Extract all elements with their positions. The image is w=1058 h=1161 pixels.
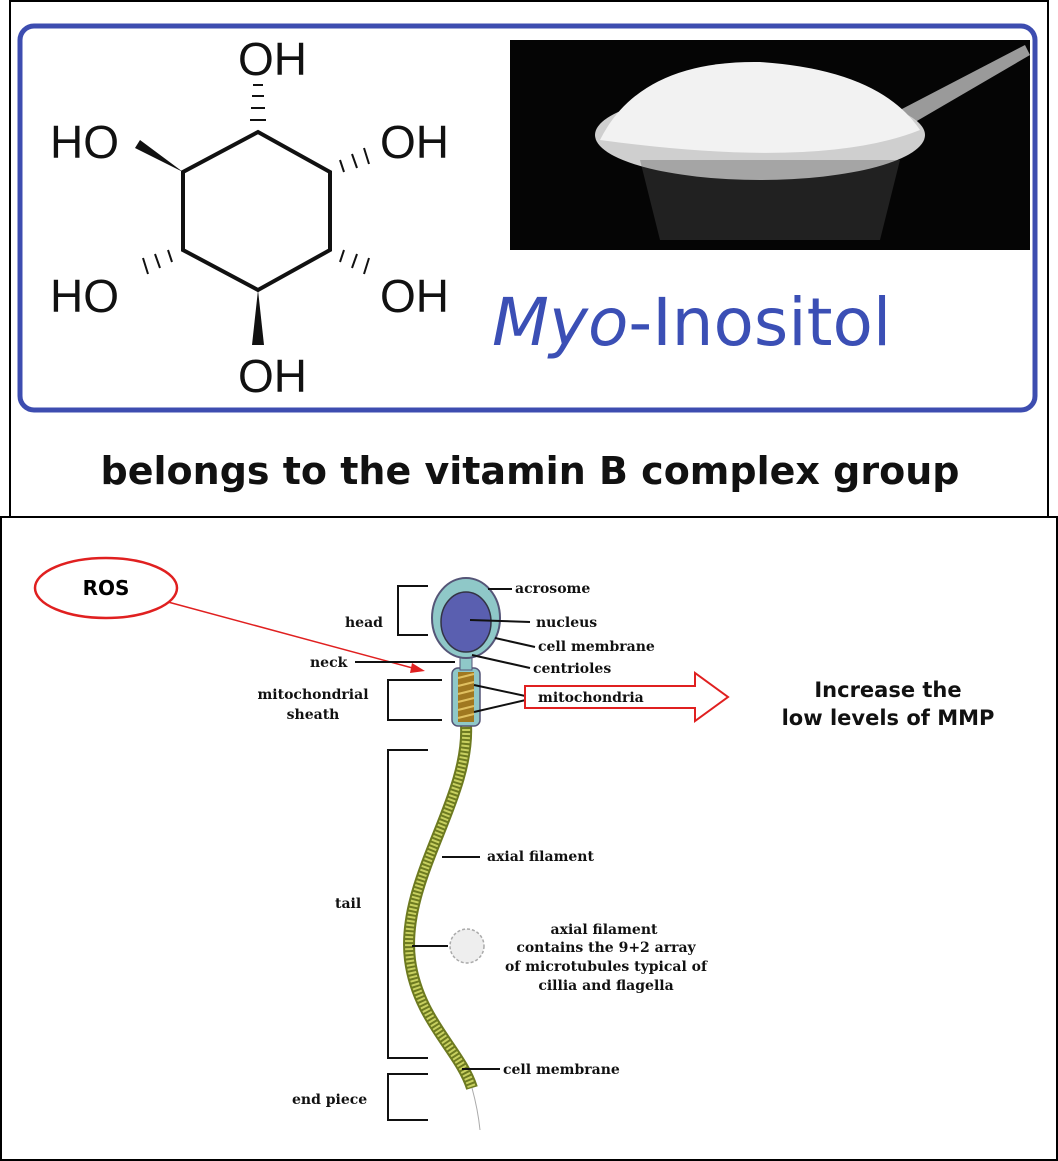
label-centrioles: centrioles (533, 661, 611, 677)
bottom-panel-border (0, 516, 1058, 1161)
axial-note-3: of microtubules typical of (505, 959, 708, 975)
ros-arrowhead (410, 663, 425, 673)
oh-top: OH (238, 33, 307, 85)
label-mito-sheath-1: mitochondrial (257, 687, 368, 703)
oh-bottom: OH (238, 350, 307, 402)
annotation-line-1: Increase the (814, 678, 961, 702)
myo-inositol-structure (135, 84, 370, 345)
ho-upper-left: HO (50, 116, 119, 168)
label-end-piece: end piece (292, 1092, 367, 1108)
oh-lower-right: OH (380, 270, 449, 322)
label-acrosome: acrosome (515, 581, 590, 597)
ros-ellipse (33, 556, 179, 620)
axial-note-4: cillia and flagella (538, 978, 673, 994)
label-cell-membrane-head: cell membrane (538, 639, 655, 655)
caption: belongs to the vitamin B complex group (101, 449, 960, 493)
mmp-arrow (524, 671, 730, 723)
oh-upper-right: OH (380, 116, 449, 168)
sperm-illustration (403, 577, 501, 1131)
annotation-line-2: low levels of MMP (782, 706, 995, 730)
label-mitochondria: mitochondria (538, 690, 644, 706)
label-cell-membrane-tail: cell membrane (503, 1062, 620, 1078)
brackets (355, 585, 536, 1121)
ros-label: ROS (83, 576, 130, 600)
ho-lower-left: HO (50, 270, 119, 322)
label-tail: tail (335, 896, 361, 912)
label-axial-filament: axial filament (487, 849, 594, 865)
label-nucleus: nucleus (536, 615, 597, 631)
label-neck: neck (310, 655, 348, 671)
label-head: head (345, 615, 383, 631)
powder-spoon-photo (510, 40, 1030, 250)
axial-note-2: contains the 9+2 array (516, 940, 696, 956)
label-mito-sheath-2: sheath (287, 707, 340, 723)
ros-arrow-line (167, 601, 421, 671)
myo-inositol-title: Myo-Inositol (492, 284, 891, 361)
axial-note-1: axial filament (551, 922, 658, 938)
